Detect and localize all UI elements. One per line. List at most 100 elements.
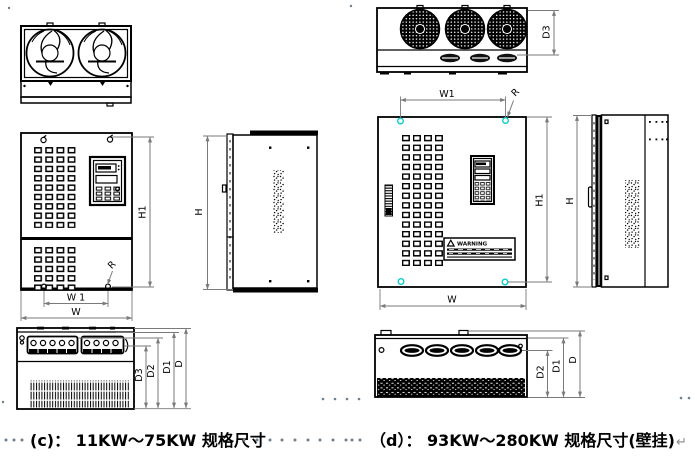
fan-mount-tab — [416, 4, 424, 10]
dim-label-d3-top: D3 — [542, 25, 553, 38]
top-flange — [250, 130, 318, 135]
vent-hole-grid — [402, 135, 443, 266]
warning-triangle-icon — [446, 238, 456, 247]
mount-hole-pattern — [649, 121, 668, 141]
dim-label-r: R — [510, 86, 523, 99]
dim-label-h1: H1 — [138, 205, 149, 218]
dim-label-h1: H1 — [535, 193, 546, 206]
display-segment — [98, 166, 111, 170]
keypad — [470, 155, 495, 205]
drawing-c-front-view — [20, 132, 133, 291]
paragraph-return-mark: ↵ — [676, 435, 687, 450]
drawing-d-front-view: WARNING — [377, 116, 527, 288]
drawing-c-bottom-view — [16, 326, 135, 410]
drawing-c-side-view — [221, 130, 318, 293]
fan-icon — [399, 8, 441, 50]
keyhole-icon — [19, 335, 25, 341]
drawing-c: W 1 W H1 H D D1 D2 D3 R — [16, 22, 318, 410]
screw-icon — [307, 280, 310, 283]
side-body — [600, 114, 669, 288]
mount-tab — [110, 326, 115, 330]
keypad — [88, 155, 127, 207]
captions: (c)： 11KW～75KW 规格尺寸 （d）： 93KW～280KW 规格尺寸… — [1, 4, 691, 450]
side-vent-slot — [384, 184, 393, 217]
terminal-block — [26, 335, 79, 355]
hole-icon — [378, 347, 385, 354]
mounting-hole-icon — [397, 117, 404, 125]
mount-tab — [380, 329, 392, 336]
hole-tick — [109, 134, 114, 138]
dim-label-w1: W1 — [439, 89, 454, 100]
heatsink-vent-texture — [625, 180, 640, 248]
screw-icon — [126, 84, 129, 88]
keyhole-icon — [19, 340, 25, 345]
vent-hole-grid — [34, 247, 76, 291]
fan-mount-tab — [98, 22, 106, 27]
mounting-hole-icon — [501, 278, 509, 286]
mount-tab — [89, 326, 96, 330]
fan-icon — [444, 8, 486, 50]
dim-label-d3: D3 — [134, 368, 145, 381]
foot-mark — [404, 72, 411, 75]
heatsink-vent-texture — [273, 170, 284, 233]
top-view-body-strip — [20, 80, 132, 98]
space-format-dots — [1, 4, 691, 442]
foot-mark — [498, 72, 507, 75]
drawing-d-bottom-view — [374, 329, 528, 398]
screw-icon — [23, 84, 26, 88]
heatsink-fins — [377, 378, 525, 397]
dim-label-d: D — [174, 360, 185, 367]
vent-hole-grid — [34, 147, 76, 228]
drawing-d: WARNING — [374, 4, 669, 398]
bottom-flange — [233, 288, 318, 293]
dim-label-h: H — [194, 208, 205, 215]
drawing-d-side-view — [587, 114, 669, 288]
dim-label-d1: D1 — [162, 360, 173, 373]
caption-c: (c)： 11KW～75KW 规格尺寸 — [30, 431, 266, 450]
mount-mark — [48, 82, 53, 86]
dim-label-w1: W 1 — [67, 293, 85, 304]
top-view-inner-frame — [23, 28, 129, 79]
mounting-hole-icon — [40, 283, 47, 290]
cable-gland-slots — [399, 344, 523, 357]
display-segment — [476, 162, 486, 166]
mounting-hole-icon — [397, 278, 405, 285]
mount-mark — [100, 82, 105, 86]
dim-label-w: W — [447, 295, 457, 306]
key-grid — [474, 182, 492, 201]
key-grid — [95, 186, 121, 201]
top-view-front-edge — [20, 96, 132, 104]
fan-mount-tab — [461, 4, 469, 10]
mount-tab — [37, 326, 44, 330]
fan-mount-tab — [503, 4, 511, 10]
small-tab — [106, 102, 114, 107]
dim-label-d2: D2 — [146, 364, 157, 377]
front-panel — [377, 116, 527, 288]
fan-mount-tab — [46, 22, 54, 27]
fan-icon — [25, 28, 75, 78]
screw-icon — [269, 280, 272, 283]
dim-label-d1: D1 — [552, 359, 563, 372]
hole-icon — [518, 343, 523, 349]
fan-icon — [486, 8, 528, 50]
keypad-side-profile — [221, 184, 227, 193]
warning-label: WARNING — [443, 237, 516, 261]
foot-mark — [380, 72, 389, 75]
cable-clamp — [124, 338, 129, 353]
dim-label-w: W — [71, 307, 81, 318]
dim-label-d2: D2 — [536, 365, 547, 378]
foot-mark — [449, 72, 456, 75]
side-vent-slot-dark — [386, 208, 392, 215]
terminal-block — [80, 335, 125, 355]
drawing-c-top-view — [20, 22, 132, 107]
heatsink-fins — [30, 380, 129, 408]
keypad-side-profile — [587, 186, 593, 208]
fan-icon — [77, 28, 127, 78]
drawing-d-top-view — [376, 4, 528, 75]
screw-icon — [307, 146, 310, 149]
mount-tab — [62, 326, 69, 330]
bracket-mark — [604, 275, 609, 281]
caption-d: （d）： 93KW～280KW 规格尺寸(壁挂) — [370, 431, 675, 450]
